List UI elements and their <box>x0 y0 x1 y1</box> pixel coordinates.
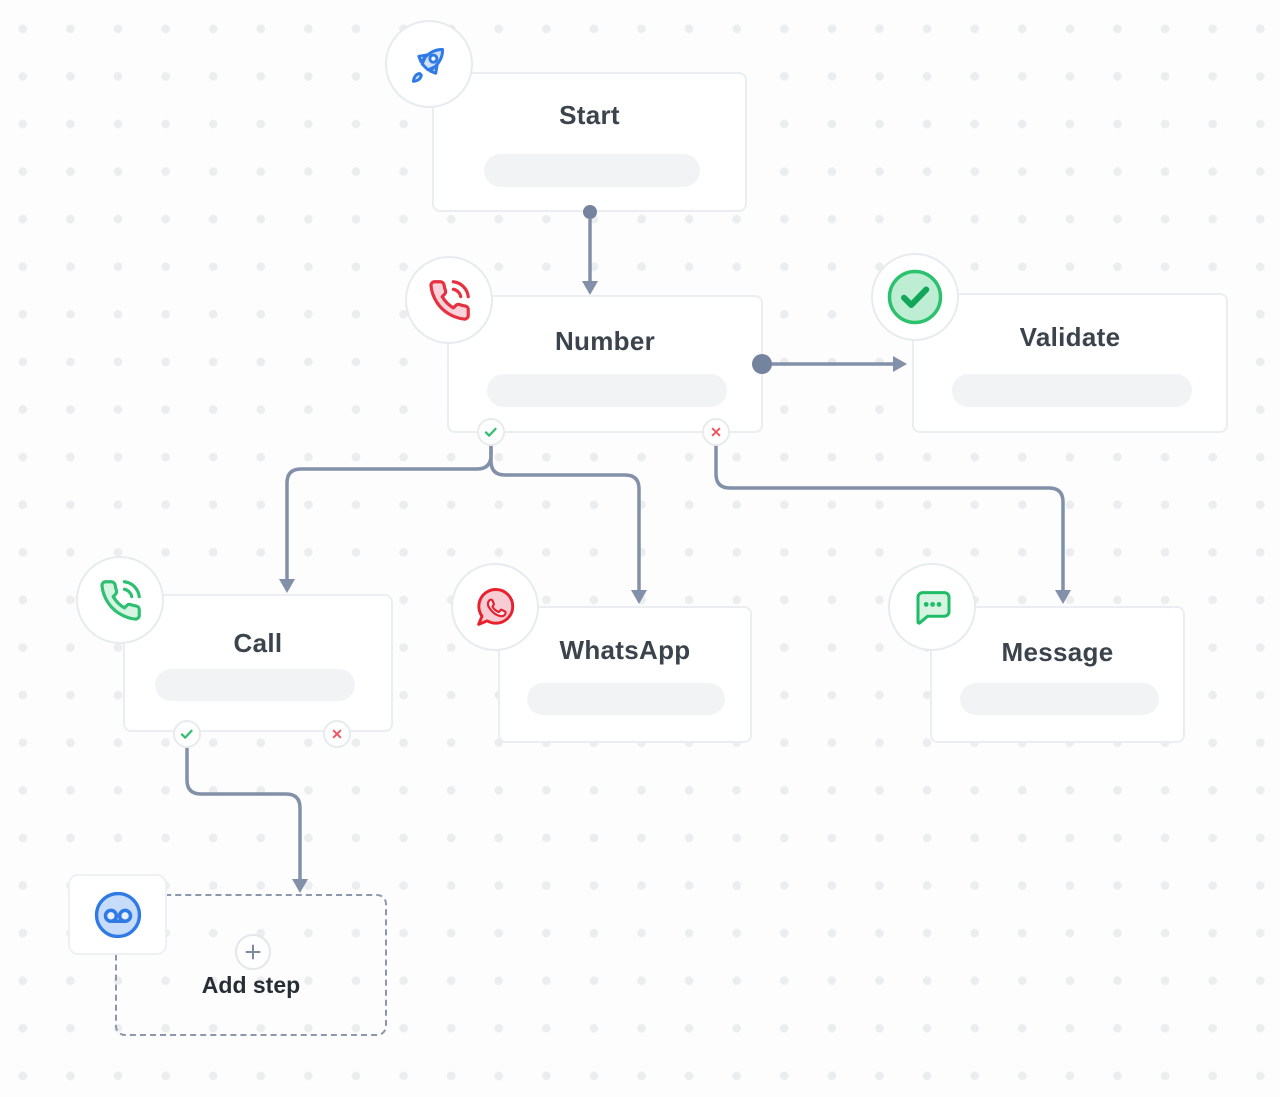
node-start-output-dot[interactable] <box>583 205 597 219</box>
add-step-dropzone[interactable]: Add step <box>115 894 387 1036</box>
connector-number-to-validate <box>770 356 907 372</box>
node-call-failure-port[interactable] <box>323 720 351 748</box>
connector-start-to-number <box>582 218 598 295</box>
rocket-icon <box>411 47 444 83</box>
cross-icon <box>332 729 342 739</box>
node-call[interactable]: Call <box>123 594 393 732</box>
node-number-placeholder-bar <box>487 374 727 407</box>
node-call-placeholder-bar <box>155 669 355 701</box>
connector-call-success-to-add-step <box>185 746 308 893</box>
node-whatsapp[interactable]: WhatsApp <box>498 606 752 743</box>
check-icon <box>180 729 193 739</box>
node-start-badge <box>385 20 473 108</box>
cross-icon <box>711 427 721 437</box>
node-number-success-port[interactable] <box>477 418 505 446</box>
node-number[interactable]: Number <box>447 295 763 433</box>
chat-dots-icon <box>916 591 951 625</box>
node-start[interactable]: Start <box>432 72 747 212</box>
voicemail-chip[interactable] <box>68 874 167 955</box>
node-whatsapp-placeholder-bar <box>527 683 725 715</box>
node-whatsapp-badge <box>451 563 539 651</box>
voicemail-icon <box>94 891 141 938</box>
check-circle-icon <box>887 269 943 325</box>
node-call-badge <box>76 556 164 644</box>
check-icon <box>484 427 497 437</box>
phone-icon <box>428 279 470 321</box>
add-step-label: Add step <box>201 972 301 998</box>
node-number-badge <box>405 256 493 344</box>
node-validate[interactable]: Validate <box>912 293 1228 433</box>
add-step-button[interactable] <box>235 934 271 970</box>
node-number-title: Number <box>554 326 656 356</box>
connector-number-failure-to-message <box>714 444 1071 604</box>
node-number-failure-port[interactable] <box>702 418 730 446</box>
node-message[interactable]: Message <box>930 606 1185 743</box>
phone-icon <box>99 579 141 621</box>
node-message-title: Message <box>1001 637 1114 667</box>
node-number-output-dot[interactable] <box>752 354 772 374</box>
node-message-placeholder-bar <box>960 683 1159 715</box>
node-validate-badge <box>871 253 959 341</box>
plus-icon <box>245 944 261 960</box>
node-message-badge <box>888 563 976 651</box>
connector-number-success-to-call <box>279 444 493 593</box>
node-validate-placeholder-bar <box>952 374 1192 407</box>
node-call-success-port[interactable] <box>173 720 201 748</box>
node-start-placeholder-bar <box>484 154 700 187</box>
node-start-title: Start <box>559 100 620 130</box>
whatsapp-icon <box>476 587 514 626</box>
node-validate-title: Validate <box>1019 322 1121 352</box>
node-call-title: Call <box>233 628 283 658</box>
node-whatsapp-title: WhatsApp <box>559 635 691 665</box>
